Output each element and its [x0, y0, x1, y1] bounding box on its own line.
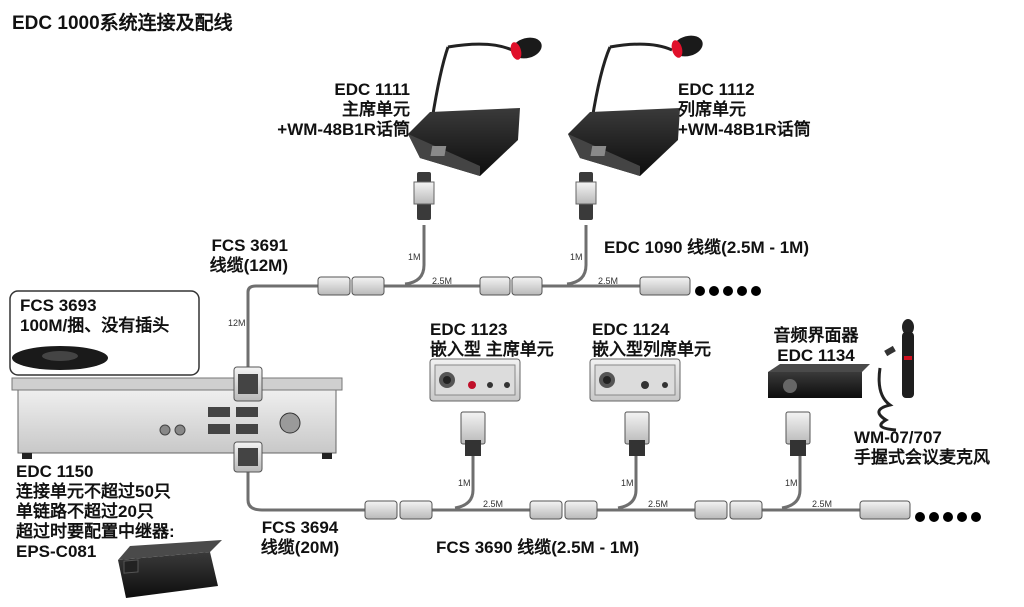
embedded-delegate-device [589, 358, 681, 456]
handheld-mic-device [877, 319, 914, 432]
bottom-cable-chain [246, 455, 860, 512]
main-unit-label: EDC 1150 连接单元不超过50只 单链路不超过20只 超过时要配置中继器:… [16, 462, 175, 561]
delegate-unit-label: EDC 1112 列席单元 +WM-48B1R话筒 [678, 80, 811, 139]
length-mark-1m: 1M [458, 478, 471, 488]
embedded-chair-label: EDC 1123 嵌入型 主席单元 [430, 320, 554, 359]
chair-unit-label: EDC 1111 主席单元 +WM-48B1R话筒 [277, 80, 410, 139]
diagram-title: EDC 1000系统连接及配线 [12, 13, 233, 34]
length-mark-1m: 1M [621, 478, 634, 488]
top-continuation-dots [695, 286, 761, 296]
top-cable-chain [246, 225, 640, 367]
audio-interface-device [768, 364, 870, 456]
cable-edc1090-label: EDC 1090 线缆(2.5M - 1M) [604, 238, 809, 257]
embedded-delegate-label: EDC 1124 嵌入型列席单元 [592, 320, 711, 359]
bottom-continuation-dots [915, 512, 981, 522]
chair-unit-device [408, 37, 542, 220]
top-connectors [317, 276, 691, 296]
cable-fcs3691-label: FCS 3691 线缆(12M) [209, 236, 288, 275]
cable-fcs3690-label: FCS 3690 线缆(2.5M - 1M) [436, 538, 640, 557]
cable-roll-image [12, 346, 108, 370]
audio-interface-label: 音频界面器 EDC 1134 [773, 326, 859, 365]
length-mark-2-5m: 2.5M [432, 276, 453, 286]
cable-roll-label: FCS 3693 100M/捆、没有插头 [20, 296, 170, 335]
cable-fcs3694-label: FCS 3694 线缆(20M) [260, 518, 340, 557]
delegate-unit-device [568, 35, 703, 220]
cable-roll-box [9, 290, 200, 376]
length-mark-2-5m: 2.5M [812, 499, 833, 509]
length-mark-2-5m: 2.5M [483, 499, 504, 509]
length-mark-12m: 12M [228, 318, 246, 328]
main-unit-device [11, 366, 343, 473]
length-mark-2-5m: 2.5M [598, 276, 619, 286]
length-mark-1m: 1M [408, 252, 421, 262]
bottom-connectors [364, 500, 911, 520]
handheld-mic-label: WM-07/707 手握式会议麦克风 [854, 428, 990, 467]
length-mark-1m: 1M [785, 478, 798, 488]
repeater-device [118, 540, 222, 598]
length-mark-2-5m: 2.5M [648, 499, 669, 509]
embedded-chair-device [429, 358, 521, 456]
length-mark-1m: 1M [570, 252, 583, 262]
